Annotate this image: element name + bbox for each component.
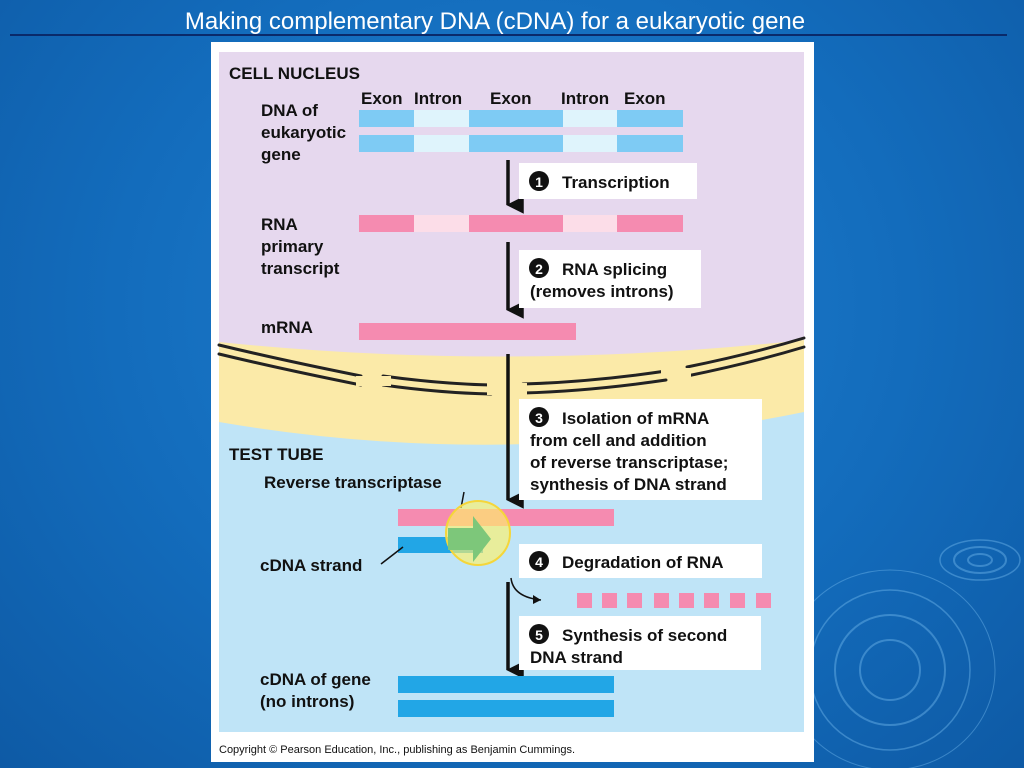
segment-label-exon-3: Exon [624, 89, 666, 108]
step-4-number: 4 [535, 554, 543, 570]
step-1-text: Transcription [562, 173, 670, 192]
step-2-number: 2 [535, 261, 543, 277]
cdna-double-strand [398, 676, 614, 717]
step-5-line2: DNA strand [530, 648, 623, 667]
step-3-line3: of reverse transcriptase; [530, 453, 728, 472]
rna-label-line2: primary [261, 237, 324, 256]
rna-label-line3: transcript [261, 259, 340, 278]
step-4-box: 4 Degradation of RNA [519, 544, 762, 578]
step-3-box: 3 Isolation of mRNA from cell and additi… [519, 399, 762, 500]
copyright-notice: Copyright © Pearson Education, Inc., pub… [219, 744, 575, 756]
dna-double-strand [359, 110, 683, 152]
cdna-gene-label-line2: (no introns) [260, 692, 354, 711]
cdna-figure: CELL NUCLEUS TEST TUBE DNA of eukaryotic… [211, 42, 814, 762]
reverse-transcriptase-label: Reverse transcriptase [264, 473, 442, 492]
step-5-number: 5 [535, 627, 543, 643]
dna-label-line3: gene [261, 145, 301, 164]
dna-label-line2: eukaryotic [261, 123, 346, 142]
segment-label-exon-2: Exon [490, 89, 532, 108]
step-3-line4: synthesis of DNA strand [530, 475, 727, 494]
step-3-number: 3 [535, 410, 543, 426]
cell-nucleus-label: CELL NUCLEUS [229, 64, 360, 83]
cdna-pointer-line [380, 546, 404, 565]
rna-label-line1: RNA [261, 215, 298, 234]
step-3-line1: Isolation of mRNA [562, 409, 709, 428]
rna-primary-transcript [359, 215, 683, 232]
step-1-number: 1 [535, 174, 543, 190]
segment-label-intron-1: Intron [414, 89, 462, 108]
step-1-box: 1 Transcription [519, 163, 697, 199]
step-5-box: 5 Synthesis of second DNA strand [519, 616, 761, 670]
segment-label-exon-1: Exon [361, 89, 403, 108]
synthesis-direction-arrow [448, 516, 491, 562]
degraded-rna-fragments [577, 593, 771, 608]
step-5-line1: Synthesis of second [562, 626, 727, 645]
cdna-gene-label-line1: cDNA of gene [260, 670, 371, 689]
step-4-text: Degradation of RNA [562, 553, 724, 572]
test-tube-label: TEST TUBE [229, 445, 323, 464]
step-2-box: 2 RNA splicing (removes introns) [519, 250, 701, 308]
segment-label-intron-2: Intron [561, 89, 609, 108]
dna-label-line1: DNA of [261, 101, 318, 120]
mrna-strand [359, 323, 576, 340]
cdna-strand-label: cDNA strand [260, 556, 362, 575]
mrna-label: mRNA [261, 318, 313, 337]
ripple-decoration [800, 539, 1021, 768]
step-2-line1: RNA splicing [562, 260, 667, 279]
step-3-line2: from cell and addition [530, 431, 707, 450]
slide-title: Making complementary DNA (cDNA) for a eu… [184, 8, 806, 35]
title-divider [10, 34, 1007, 36]
step-2-line2: (removes introns) [530, 282, 674, 301]
